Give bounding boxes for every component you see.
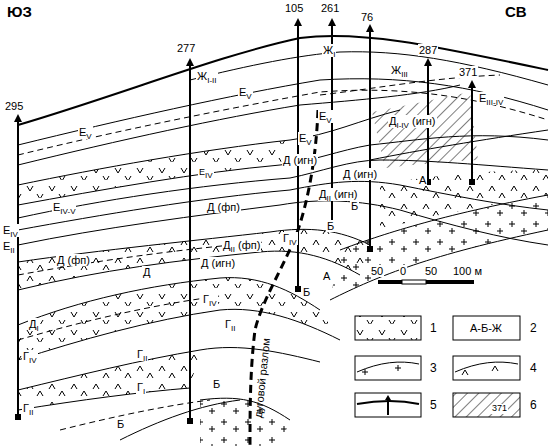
map-label: 287 bbox=[418, 44, 438, 56]
map-label: 261 bbox=[320, 2, 340, 14]
map-label: А bbox=[418, 174, 427, 186]
legend-number: 5 bbox=[430, 398, 437, 412]
map-label: ЕII bbox=[2, 240, 16, 253]
map-label: ГIV bbox=[282, 232, 298, 245]
map-label: ГI bbox=[136, 381, 146, 394]
map-label: ЕIV bbox=[198, 168, 214, 178]
volcanic-fill bbox=[18, 140, 548, 446]
map-label: ЕV bbox=[238, 86, 253, 99]
map-label: ЕV bbox=[78, 126, 93, 139]
map-label: 371 bbox=[491, 404, 508, 414]
map-label: ГII bbox=[22, 402, 34, 415]
map-label: ЖI-II bbox=[196, 70, 218, 83]
map-label: Д (игн) bbox=[282, 154, 318, 166]
map-label: Б bbox=[116, 418, 125, 430]
scale-bar bbox=[378, 280, 474, 284]
map-label: 295 bbox=[4, 100, 24, 112]
map-label: ГIV bbox=[202, 293, 218, 306]
map-label: Б bbox=[326, 220, 335, 232]
map-label: ЖIII bbox=[390, 64, 409, 77]
map-label: А-Б-Ж bbox=[469, 322, 503, 334]
legend-number: 6 bbox=[530, 398, 537, 412]
map-label: 50 bbox=[370, 265, 384, 277]
legend-number: 3 bbox=[430, 361, 437, 375]
map-label: 100 м bbox=[452, 265, 483, 277]
map-label: Б bbox=[302, 286, 311, 298]
map-label: ДII (фп) bbox=[222, 239, 261, 252]
strata-lines bbox=[18, 36, 548, 440]
map-label: СВ bbox=[504, 4, 528, 21]
legend-samples bbox=[355, 316, 520, 417]
fault-line bbox=[250, 110, 318, 446]
dashed-contacts bbox=[18, 75, 548, 430]
legend-number: 2 bbox=[530, 321, 537, 335]
map-label: ДI bbox=[28, 318, 40, 331]
map-label: 0 bbox=[399, 265, 407, 277]
map-label: 277 bbox=[176, 42, 196, 54]
map-label: А bbox=[322, 270, 331, 282]
map-label: 371 bbox=[458, 66, 478, 78]
map-label: ЕIV-V bbox=[52, 201, 76, 214]
map-label: Д bbox=[142, 266, 151, 278]
map-label: Б bbox=[212, 378, 221, 390]
map-label: ЕIV bbox=[2, 224, 19, 237]
map-label: ГII bbox=[224, 318, 236, 331]
map-label: ЕV bbox=[298, 132, 313, 145]
map-label: ГII bbox=[136, 348, 148, 361]
map-label: 50 bbox=[424, 265, 438, 277]
map-label: ЕIII-IV bbox=[478, 92, 504, 105]
map-label: 76 bbox=[360, 11, 374, 23]
map-label: Д (игн) bbox=[200, 257, 236, 269]
map-label: Д (фп) bbox=[56, 254, 91, 266]
legend-number: 1 bbox=[430, 321, 437, 335]
map-label: ДII (игн) bbox=[318, 188, 359, 201]
map-label: ЖI bbox=[322, 44, 336, 57]
map-label: ГIV bbox=[22, 350, 38, 363]
map-label: Д (фп) bbox=[206, 201, 241, 213]
map-label: ЕV bbox=[318, 110, 333, 123]
borehole-heads bbox=[14, 18, 476, 424]
legend-number: 4 bbox=[530, 361, 537, 375]
map-label: 105 bbox=[284, 2, 304, 14]
map-label: ЮЗ bbox=[6, 4, 33, 21]
map-label: Б bbox=[350, 200, 359, 212]
map-label: Д (игн) bbox=[342, 168, 378, 180]
boreholes bbox=[18, 22, 472, 422]
map-label: ДI-IV (игн) bbox=[388, 115, 437, 128]
